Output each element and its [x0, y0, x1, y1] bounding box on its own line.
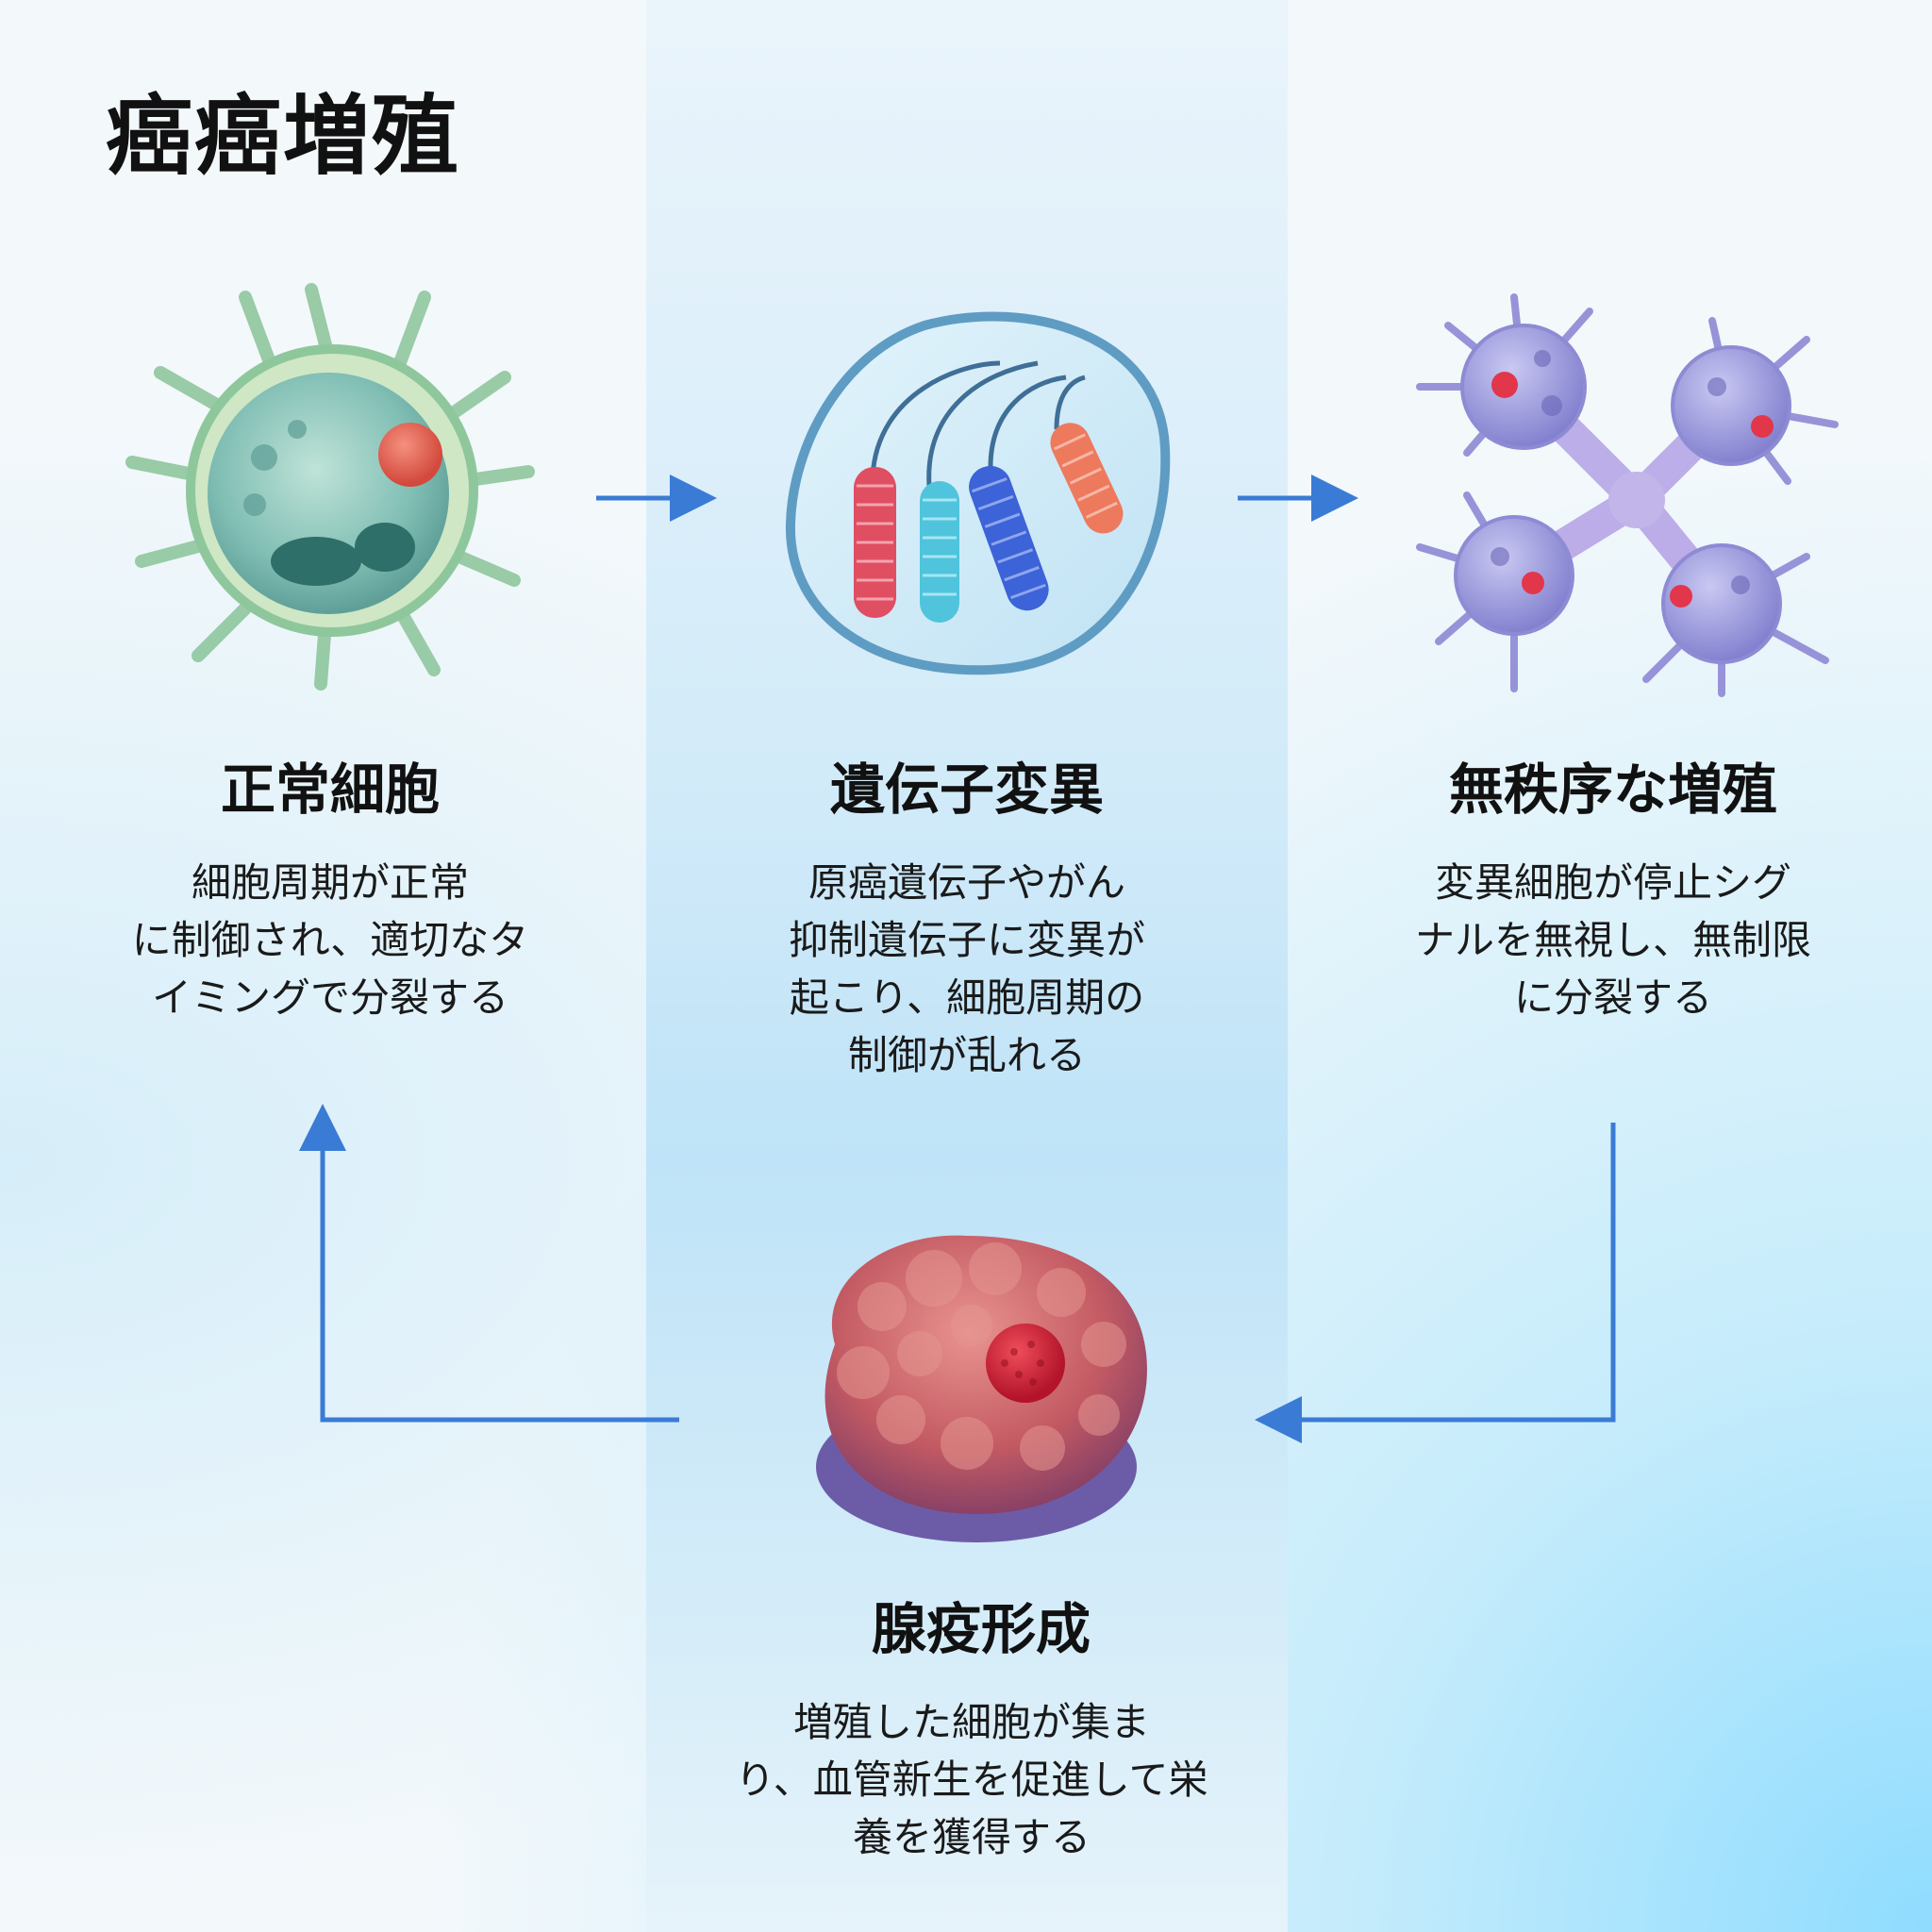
- chromosome-red: [854, 467, 896, 618]
- mutant-cell-4: [1642, 543, 1829, 697]
- normal-cell-nucleus: [378, 423, 442, 487]
- stage-heading-gene-mutation: 遺伝子変異: [829, 758, 1105, 822]
- normal-cell-organelle-2: [355, 523, 415, 572]
- stage-heading-normal-cell: 正常細胞: [220, 758, 441, 822]
- proliferation-illustration: [1416, 293, 1839, 697]
- tumor-illustration: [816, 1235, 1147, 1542]
- normal-cell-organelle-1: [271, 537, 361, 586]
- mutant-cell-3: [1416, 491, 1574, 692]
- page-title: 癌癌増殖: [106, 86, 461, 187]
- tumor-core: [986, 1324, 1065, 1403]
- chromosome-cyan: [920, 481, 959, 623]
- mutant-cell-2: [1671, 317, 1839, 485]
- stage-description-normal-cell: 細胞周期が正常 に制御され、適切なタ イミングで分裂する: [131, 859, 529, 1021]
- mutant-cell-1: [1416, 293, 1593, 457]
- stage-description-tumor: 増殖した細胞が集ま り、血管新生を促進して栄 養を獲得する: [735, 1699, 1208, 1860]
- stage-heading-tumor: 腺疫形成: [871, 1597, 1091, 1661]
- gene-mutation-illustration: [785, 311, 1171, 675]
- normal-cell-illustration: [125, 283, 535, 691]
- stage-heading-proliferation: 無秩序な増殖: [1448, 758, 1778, 822]
- chromosome-orange: [1050, 423, 1124, 534]
- stage-description-gene-mutation: 原癌遺伝子やがん 抑制遺伝子に変異が 起こり、細胞周期の 制御が乱れる: [788, 859, 1145, 1078]
- chromosome-blue: [969, 465, 1049, 611]
- stage-description-proliferation: 変異細胞が停止シグ ナルを無視し、無制限 に分裂する: [1414, 859, 1811, 1021]
- arrow-proliferation-to-tumor: [1255, 1123, 1616, 1443]
- arrow-tumor-to-normal: [299, 1104, 679, 1423]
